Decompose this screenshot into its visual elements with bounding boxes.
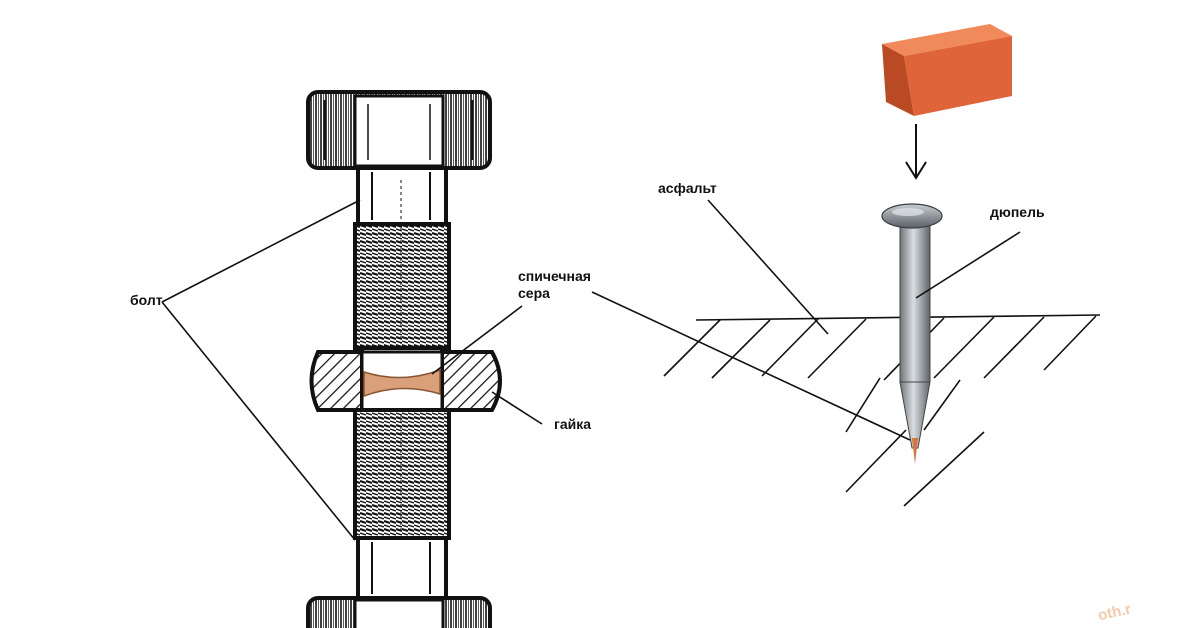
- bolt-thread-lower: [353, 408, 451, 540]
- dowel-nail: [881, 203, 943, 464]
- label-dowel: дюпель: [990, 204, 1045, 220]
- leader-lines-right: [591, 199, 1021, 441]
- label-bolt: болт: [130, 292, 163, 308]
- label-nut: гайка: [554, 416, 592, 432]
- down-arrow-icon: [905, 124, 927, 180]
- label-match-sulfur-line1: спичечная: [518, 268, 591, 284]
- bolt-thread-upper: [353, 222, 451, 350]
- brick: [882, 24, 1012, 116]
- bolt-assembly: [306, 90, 502, 628]
- label-asphalt: асфальт: [658, 180, 717, 196]
- asphalt-surface: [663, 314, 1101, 507]
- leader-lines-left: [161, 199, 543, 541]
- label-match-sulfur-line2: сера: [518, 285, 550, 301]
- match-sulfur: [363, 368, 441, 398]
- bolt-head-bottom: [306, 596, 492, 628]
- label-match-sulfur: спичечная сера: [518, 268, 591, 302]
- bolt-head-top: [306, 90, 492, 170]
